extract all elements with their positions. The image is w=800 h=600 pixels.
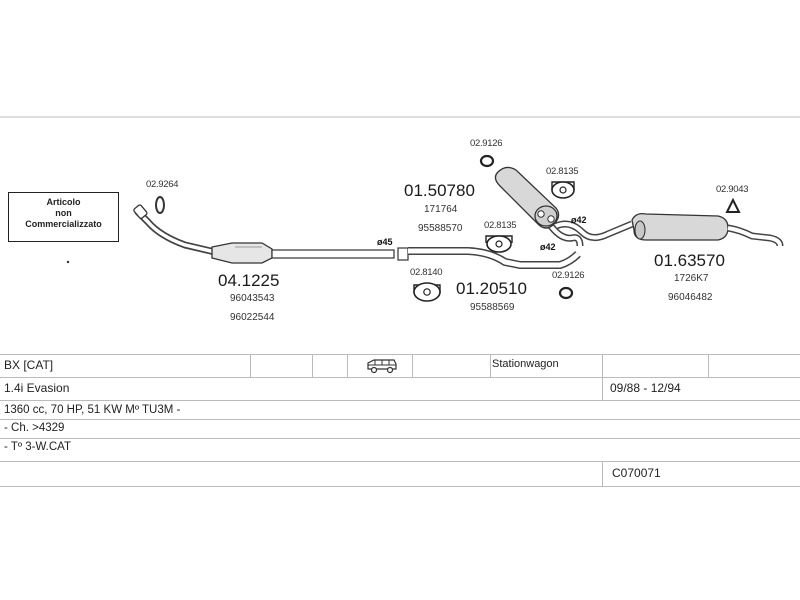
- rear-silencer[interactable]: [554, 212, 784, 247]
- part-number-intermediate-pipe[interactable]: 01.20510: [456, 279, 527, 298]
- table-divider: [602, 354, 603, 400]
- diameter-42-b: ø42: [540, 242, 556, 252]
- table-divider: [708, 354, 709, 377]
- oem-ref-intermediate: 95588569: [470, 302, 515, 313]
- middle-silencer[interactable]: [494, 166, 560, 229]
- oem-ref-rear-a: 1726K7: [674, 273, 709, 284]
- rubber-hanger-icon[interactable]: [485, 235, 513, 253]
- part-number-clamp[interactable]: 02.9264: [146, 179, 179, 190]
- table-divider: [602, 461, 603, 486]
- rubber-hanger-icon[interactable]: [413, 282, 441, 302]
- diameter-42-a: ø42: [571, 215, 587, 225]
- vehicle-engine: 1.4i Evasion: [4, 381, 70, 395]
- table-rule: [0, 354, 800, 355]
- part-number-front-pipe[interactable]: 04.1225: [218, 271, 280, 290]
- not-sold-note: Articolo non Commercializzato: [8, 192, 119, 242]
- note-line-1: Articolo: [46, 197, 81, 207]
- part-number-hanger-center[interactable]: 02.8135: [484, 220, 517, 231]
- table-rule: [0, 461, 800, 462]
- vehicle-model: BX [CAT]: [4, 358, 54, 372]
- oem-ref-front-a: 96043543: [230, 293, 275, 304]
- table-rule: [0, 486, 800, 487]
- vehicle-body: Stationwagon: [492, 358, 559, 370]
- part-number-clamp-top[interactable]: 02.9126: [470, 138, 503, 149]
- part-number-clamp-bottom[interactable]: 02.9126: [552, 270, 585, 281]
- diameter-45: ø45: [377, 237, 393, 247]
- note-line-3: Commercializzato: [25, 219, 102, 229]
- table-rule: [0, 400, 800, 401]
- intermediate-pipe[interactable]: [397, 219, 584, 269]
- clamp-icon[interactable]: [558, 286, 574, 300]
- table-divider: [490, 354, 491, 377]
- table-divider: [250, 354, 251, 377]
- exhaust-diagram: [0, 116, 800, 302]
- part-number-middle-silencer[interactable]: 01.50780: [404, 181, 475, 200]
- clamp-icon[interactable]: [479, 154, 495, 168]
- note-line-2: non: [55, 208, 72, 218]
- oem-ref-middle-a: 171764: [424, 204, 458, 215]
- oem-ref-rear-b: 96046482: [668, 292, 713, 303]
- part-number-hanger-right[interactable]: 02.8135: [546, 166, 579, 177]
- table-divider: [312, 354, 313, 377]
- vehicle-chassis: - Ch. >4329: [4, 422, 65, 434]
- part-number-rear-silencer[interactable]: 01.63570: [654, 251, 725, 270]
- rubber-hanger-icon[interactable]: [551, 181, 575, 199]
- clamp-icon[interactable]: [725, 197, 741, 213]
- vehicle-spec: 1360 cc, 70 HP, 51 KW Mº TU3M -: [4, 404, 181, 416]
- oem-ref-front-b: 96022544: [230, 312, 275, 323]
- table-rule: [0, 419, 800, 420]
- vehicle-dates: 09/88 - 12/94: [610, 381, 681, 395]
- station-wagon-icon: [366, 358, 398, 379]
- part-number-hanger-left[interactable]: 02.8140: [410, 267, 443, 278]
- table-divider: [412, 354, 413, 377]
- vehicle-catalyst: - Tº 3-W.CAT: [4, 441, 72, 453]
- catalogue-code: C070071: [612, 466, 661, 480]
- part-number-clamp-rear[interactable]: 02.9043: [716, 184, 749, 195]
- dot-mark: [66, 260, 70, 264]
- table-rule: [0, 438, 800, 439]
- oem-ref-middle-b: 95588570: [418, 223, 463, 234]
- clamp-icon[interactable]: [155, 196, 165, 214]
- table-rule: [0, 377, 800, 378]
- front-pipe-catalyst[interactable]: [133, 204, 395, 264]
- table-divider: [347, 354, 348, 377]
